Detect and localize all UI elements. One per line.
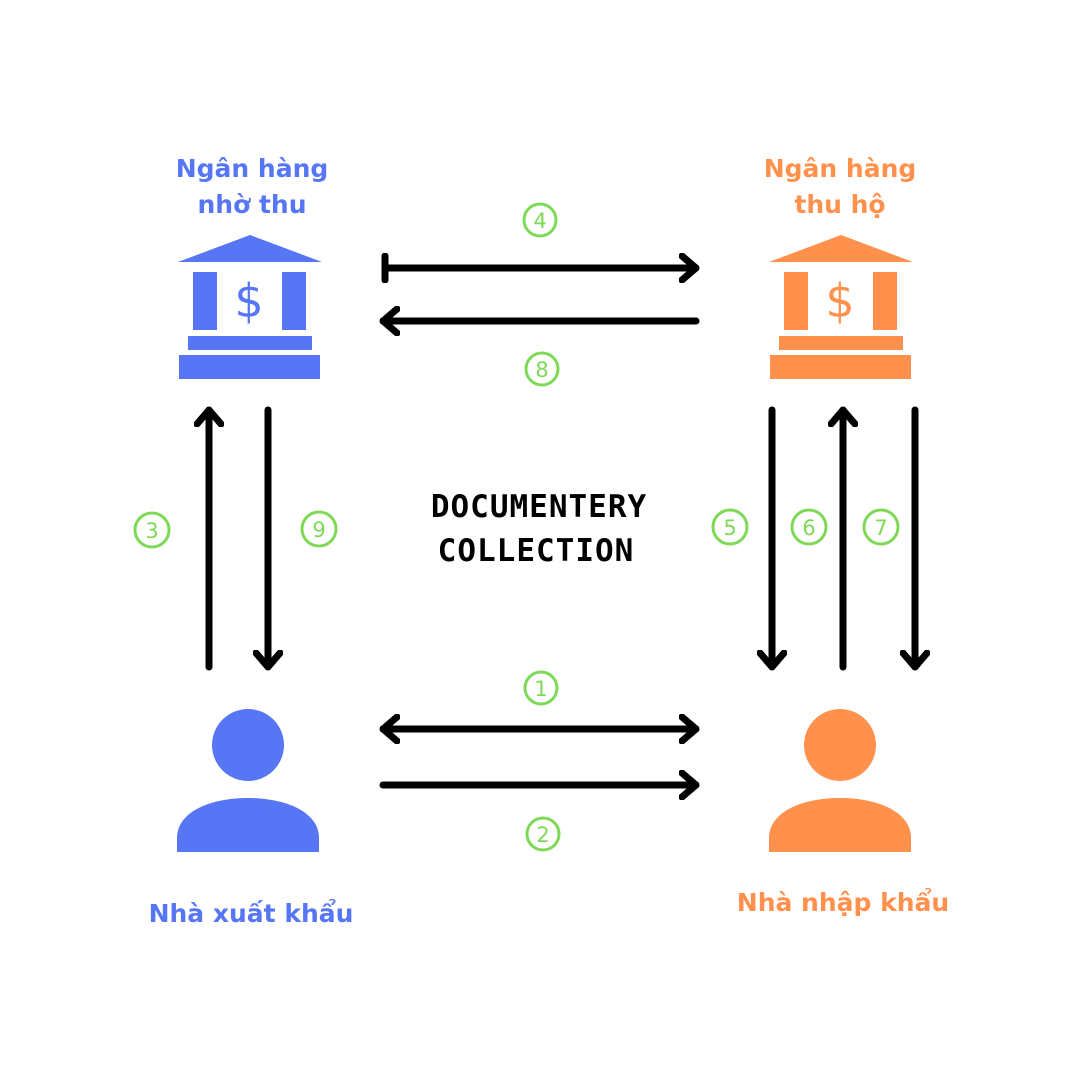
importer-label: Nhà nhập khẩu (737, 887, 949, 917)
exporter-label: Nhà xuất khẩu (149, 898, 354, 928)
svg-text:4: 4 (533, 209, 546, 233)
svg-text:$: $ (825, 274, 854, 328)
collecting-bank-label-line1: Ngân hàng (764, 154, 917, 183)
diagram-title-line1: DOCUMENTERY (431, 489, 647, 525)
svg-text:8: 8 (535, 358, 548, 382)
svg-text:$: $ (234, 274, 263, 328)
svg-text:1: 1 (534, 677, 547, 701)
step-badge-2: 2 (525, 816, 561, 852)
step-badge-3: 3 (133, 511, 171, 549)
svg-text:7: 7 (874, 516, 887, 540)
step-badge-6: 6 (790, 508, 828, 546)
step-badge-7: 7 (862, 508, 900, 546)
svg-text:6: 6 (802, 516, 815, 540)
exporter-person-icon (177, 709, 319, 852)
step-badge-9: 9 (300, 510, 338, 548)
remitting-bank-label-line2: nhờ thu (197, 190, 306, 219)
svg-text:2: 2 (536, 823, 549, 847)
importer-person-icon (769, 709, 911, 852)
step-badge-8: 8 (524, 351, 560, 387)
step-badge-5: 5 (711, 508, 749, 546)
step-badge-1: 1 (523, 670, 559, 706)
svg-text:3: 3 (145, 519, 158, 543)
remitting-bank-icon: $ (178, 235, 322, 379)
diagram-title-line2: COLLECTION (438, 533, 635, 569)
step-badge-4: 4 (522, 202, 558, 238)
svg-text:5: 5 (723, 516, 736, 540)
svg-text:9: 9 (312, 518, 325, 542)
remitting-bank-label-line1: Ngân hàng (176, 154, 329, 183)
collecting-bank-icon: $ (769, 235, 913, 379)
collecting-bank-label-line2: thu hộ (794, 190, 885, 219)
